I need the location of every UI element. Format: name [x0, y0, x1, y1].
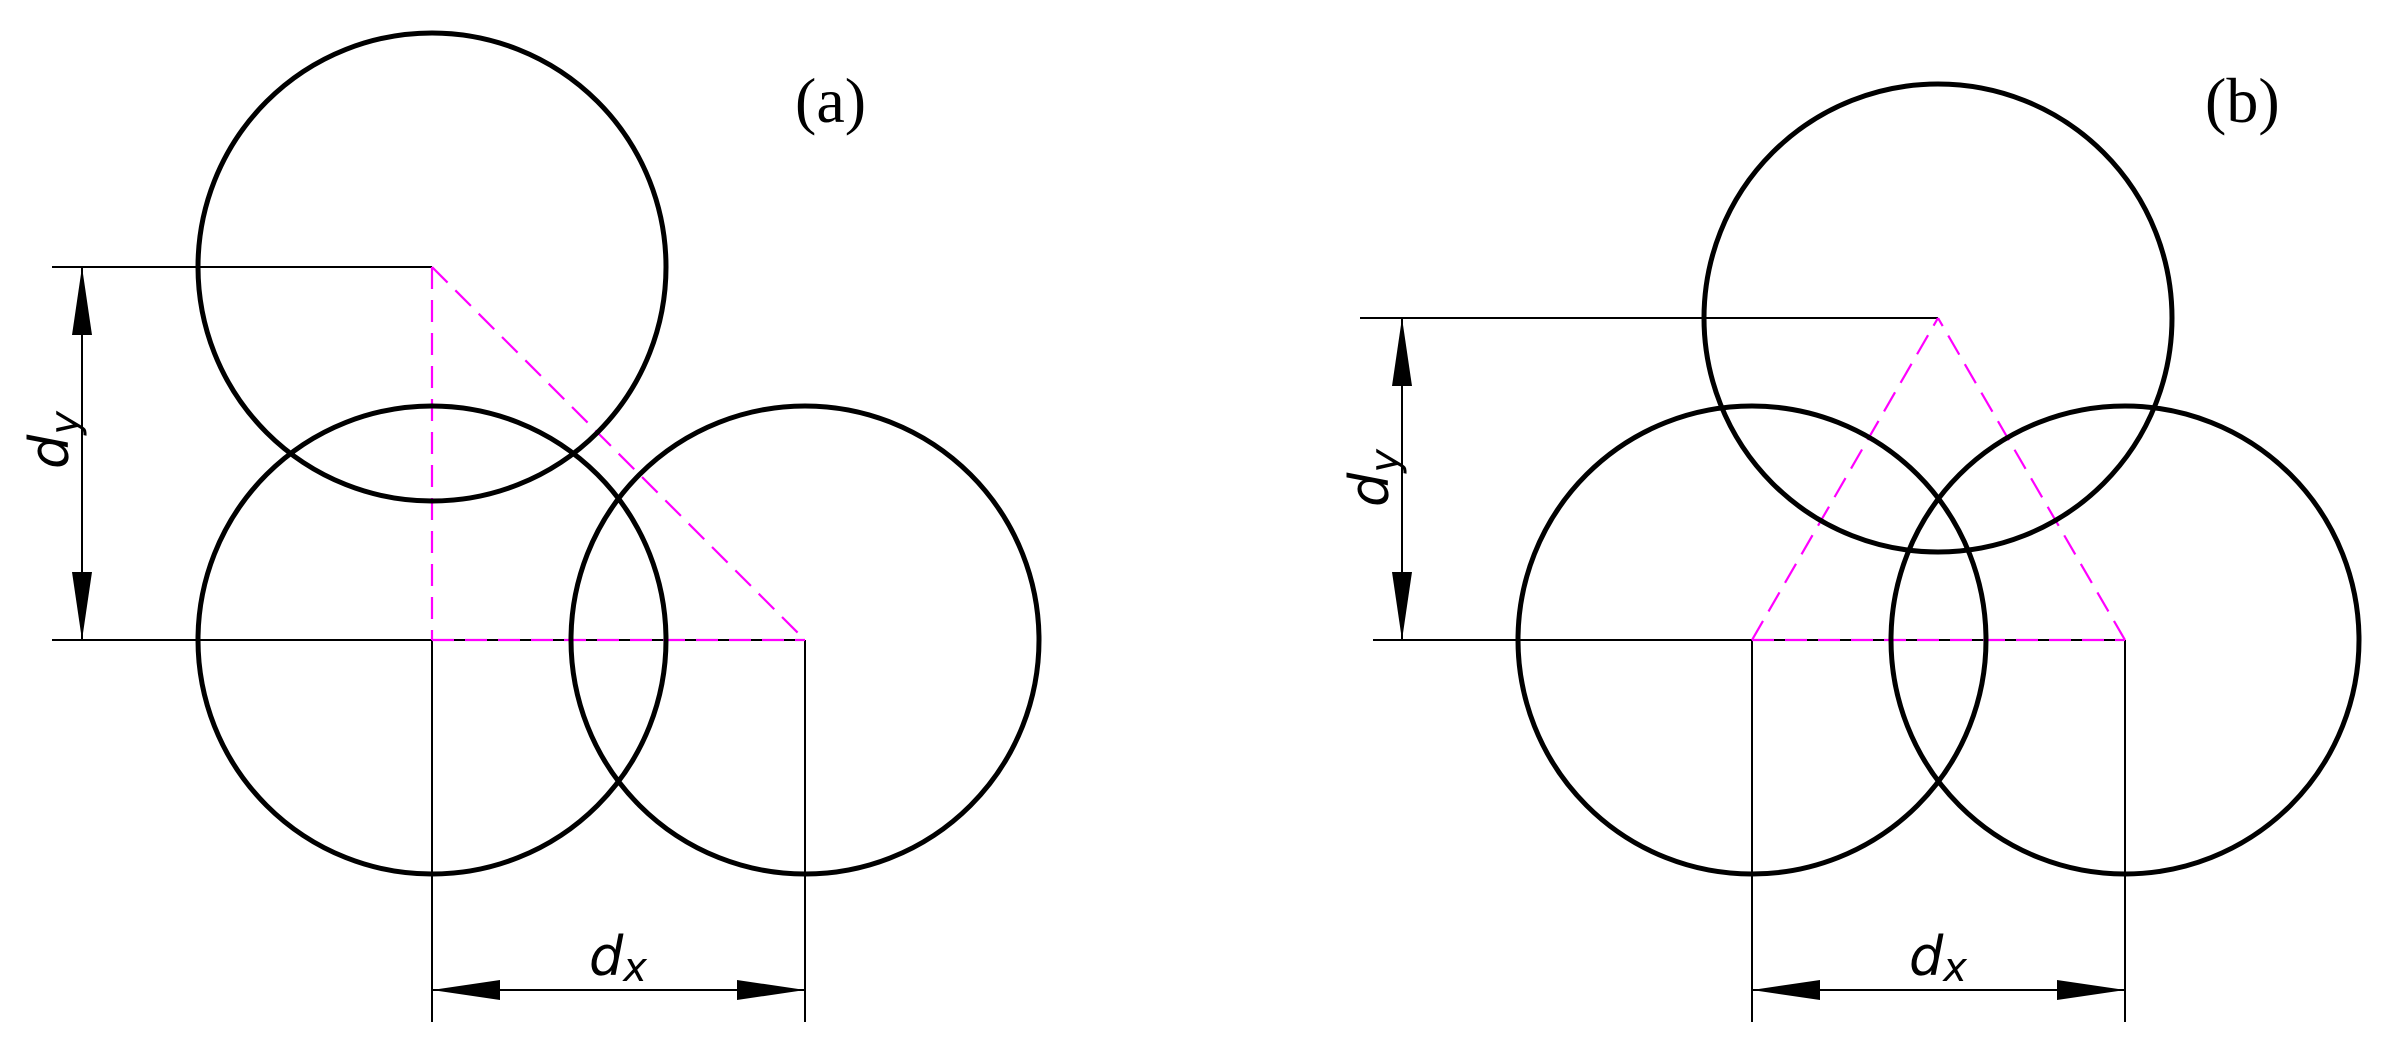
panel-b-bottom-left-circle: [1515, 403, 1989, 877]
panel-a-dy-arrow-down: [72, 572, 92, 640]
panel-b-dx-label: dx: [1909, 925, 1967, 991]
panel-a-dx-arrow-left: [432, 980, 500, 1000]
panel-b-dy-arrow-down: [1392, 572, 1412, 640]
panel-b-dx-arrow-right: [2057, 980, 2125, 1000]
panel-a-bottom-left-circle: [195, 403, 669, 877]
panel-a: (a) dy dx: [18, 30, 1042, 1022]
panel-a-top-circle: [195, 30, 669, 504]
panel-b-bottom-right-circle: [1888, 403, 2362, 877]
panel-a-dy-label: dy: [18, 410, 88, 469]
panel-b-dy-label: dy: [1338, 448, 1408, 507]
panel-b-top-circle: [1701, 81, 2175, 555]
panel-a-dx-label: dx: [589, 925, 647, 991]
panel-b-right-dashed-line: [1937, 317, 2126, 641]
panel-b: (b) dy dx: [1338, 65, 2362, 1022]
panel-b-left-dashed-line: [1751, 317, 1939, 641]
panel-a-diagonal-dashed-line: [431, 266, 806, 641]
panel-b-label: (b): [2205, 65, 2280, 136]
panel-a-bottom-right-circle: [568, 403, 1042, 877]
panel-b-dy-arrow-up: [1392, 318, 1412, 386]
panel-b-dx-arrow-left: [1752, 980, 1820, 1000]
panel-a-dx-arrow-right: [737, 980, 805, 1000]
panel-a-label: (a): [795, 65, 866, 136]
panel-a-dy-arrow-up: [72, 267, 92, 335]
